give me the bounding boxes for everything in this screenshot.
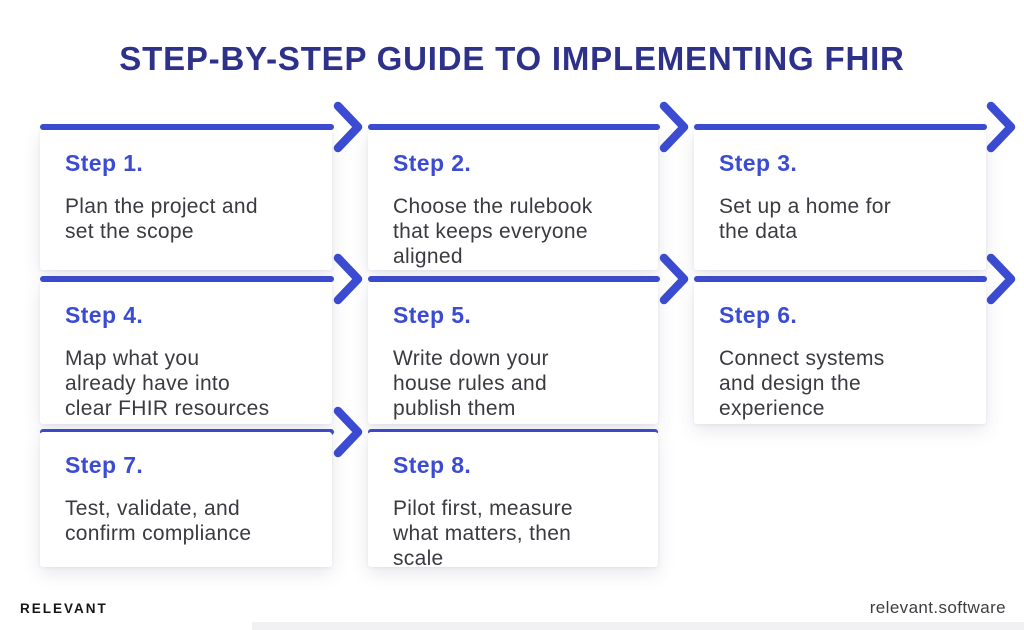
step-text: Set up a home for the data [719,195,892,243]
step-card-2: Step 2. Choose the rulebook that keeps e… [368,130,658,270]
flow-arrow-line [40,276,334,282]
step-text: Plan the project and set the scope [65,195,258,243]
arrow-right-icon [986,253,1016,305]
flow-arrow-line [40,124,334,130]
footer-brand-logo: RELEVANT [20,601,108,616]
step-text: Connect systems and design the experienc… [719,347,885,420]
flow-arrow-line [368,124,660,130]
step-text: Pilot first, measure what matters, then … [393,497,573,570]
flow-arrow-line [368,276,660,282]
arrow-right-icon [333,101,363,153]
arrow-right-icon [659,253,689,305]
arrow-right-icon [986,101,1016,153]
arrow-right-icon [333,253,363,305]
step-text: Test, validate, and confirm compliance [65,497,252,545]
step-card-6: Step 6. Connect systems and design the e… [694,282,986,424]
step-label: Step 2. [393,150,472,176]
step-label: Step 1. [65,150,144,176]
step-label: Step 4. [65,302,144,328]
arrow-right-icon [333,406,363,458]
step-card-7: Step 7. Test, validate, and confirm comp… [40,432,332,567]
page-title: STEP-BY-STEP GUIDE TO IMPLEMENTING FHIR [119,40,905,77]
step-label: Step 5. [393,302,472,328]
step-text: Map what you already have into clear FHI… [65,347,270,420]
step-text: Choose the rulebook that keeps everyone … [393,195,593,268]
step-text: Write down your house rules and publish … [393,347,549,420]
step-card-4: Step 4. Map what you already have into c… [40,282,332,424]
step-card-3: Step 3. Set up a home for the data [694,130,986,270]
step-label: Step 8. [393,452,472,478]
flow-arrow-line [694,276,987,282]
arrow-right-icon [659,101,689,153]
step-label: Step 6. [719,302,798,328]
step-label: Step 3. [719,150,798,176]
step-card-8: Step 8. Pilot first, measure what matter… [368,432,658,570]
step-card-5: Step 5. Write down your house rules and … [368,282,658,424]
step-card-1: Step 1. Plan the project and set the sco… [40,130,332,270]
flow-arrow-line [694,124,987,130]
footer-website: relevant.software [869,598,1006,617]
bottom-divider [252,622,1024,630]
step-label: Step 7. [65,452,144,478]
